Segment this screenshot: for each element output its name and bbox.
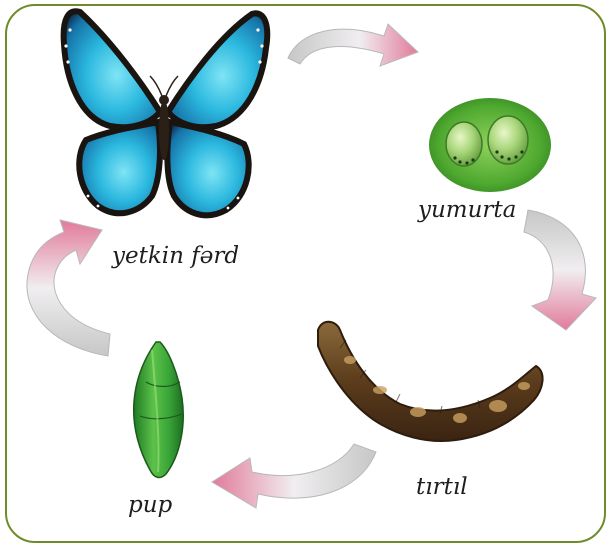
pupa-image <box>134 342 184 477</box>
label-egg: yumurta <box>418 197 516 223</box>
arrow-larva-to-pupa <box>212 444 376 508</box>
arrow-egg-to-larva <box>524 210 596 330</box>
label-pupa: pup <box>128 492 172 518</box>
label-adult: yetkin fərd <box>112 243 239 269</box>
arrow-pupa-to-adult <box>27 220 110 356</box>
egg-image <box>429 98 551 192</box>
larva-image <box>318 322 543 441</box>
butterfly-adult-image <box>64 11 268 215</box>
arrow-adult-to-egg <box>288 24 418 66</box>
label-larva: tırtıl <box>416 474 468 500</box>
